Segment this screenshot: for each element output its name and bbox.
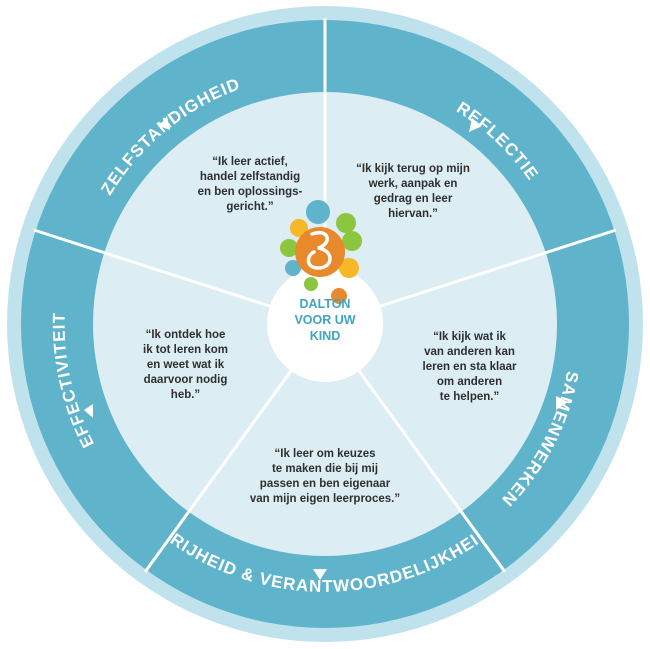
center-circle	[267, 266, 383, 382]
pointer-reflectie	[469, 118, 482, 132]
pointer-triangles	[84, 116, 568, 580]
quote-effectiviteit: “Ik ontdek hoe ik tot leren kom en weet …	[143, 329, 228, 401]
dalton-logo-icon	[280, 200, 362, 304]
pointer-effectiviteit	[84, 404, 93, 418]
pointer-zelfstandigheid	[159, 116, 170, 130]
quote-samenwerken: “Ik kijk wat ik van anderen kan leren en…	[422, 331, 517, 403]
quote-reflectie: “Ik kijk terug op mijn werk, aanpak en g…	[356, 163, 470, 220]
center-label: DALTON VOOR UW KIND	[294, 297, 356, 343]
pointer-vrijheid	[313, 569, 327, 580]
quote-zelfstandigheid: “Ik leer actief, handel zelfstandig en b…	[197, 156, 303, 213]
pointer-samenwerken	[556, 396, 568, 410]
quote-vrijheid: “Ik leer om keuzes te maken die bij mij …	[249, 448, 401, 505]
